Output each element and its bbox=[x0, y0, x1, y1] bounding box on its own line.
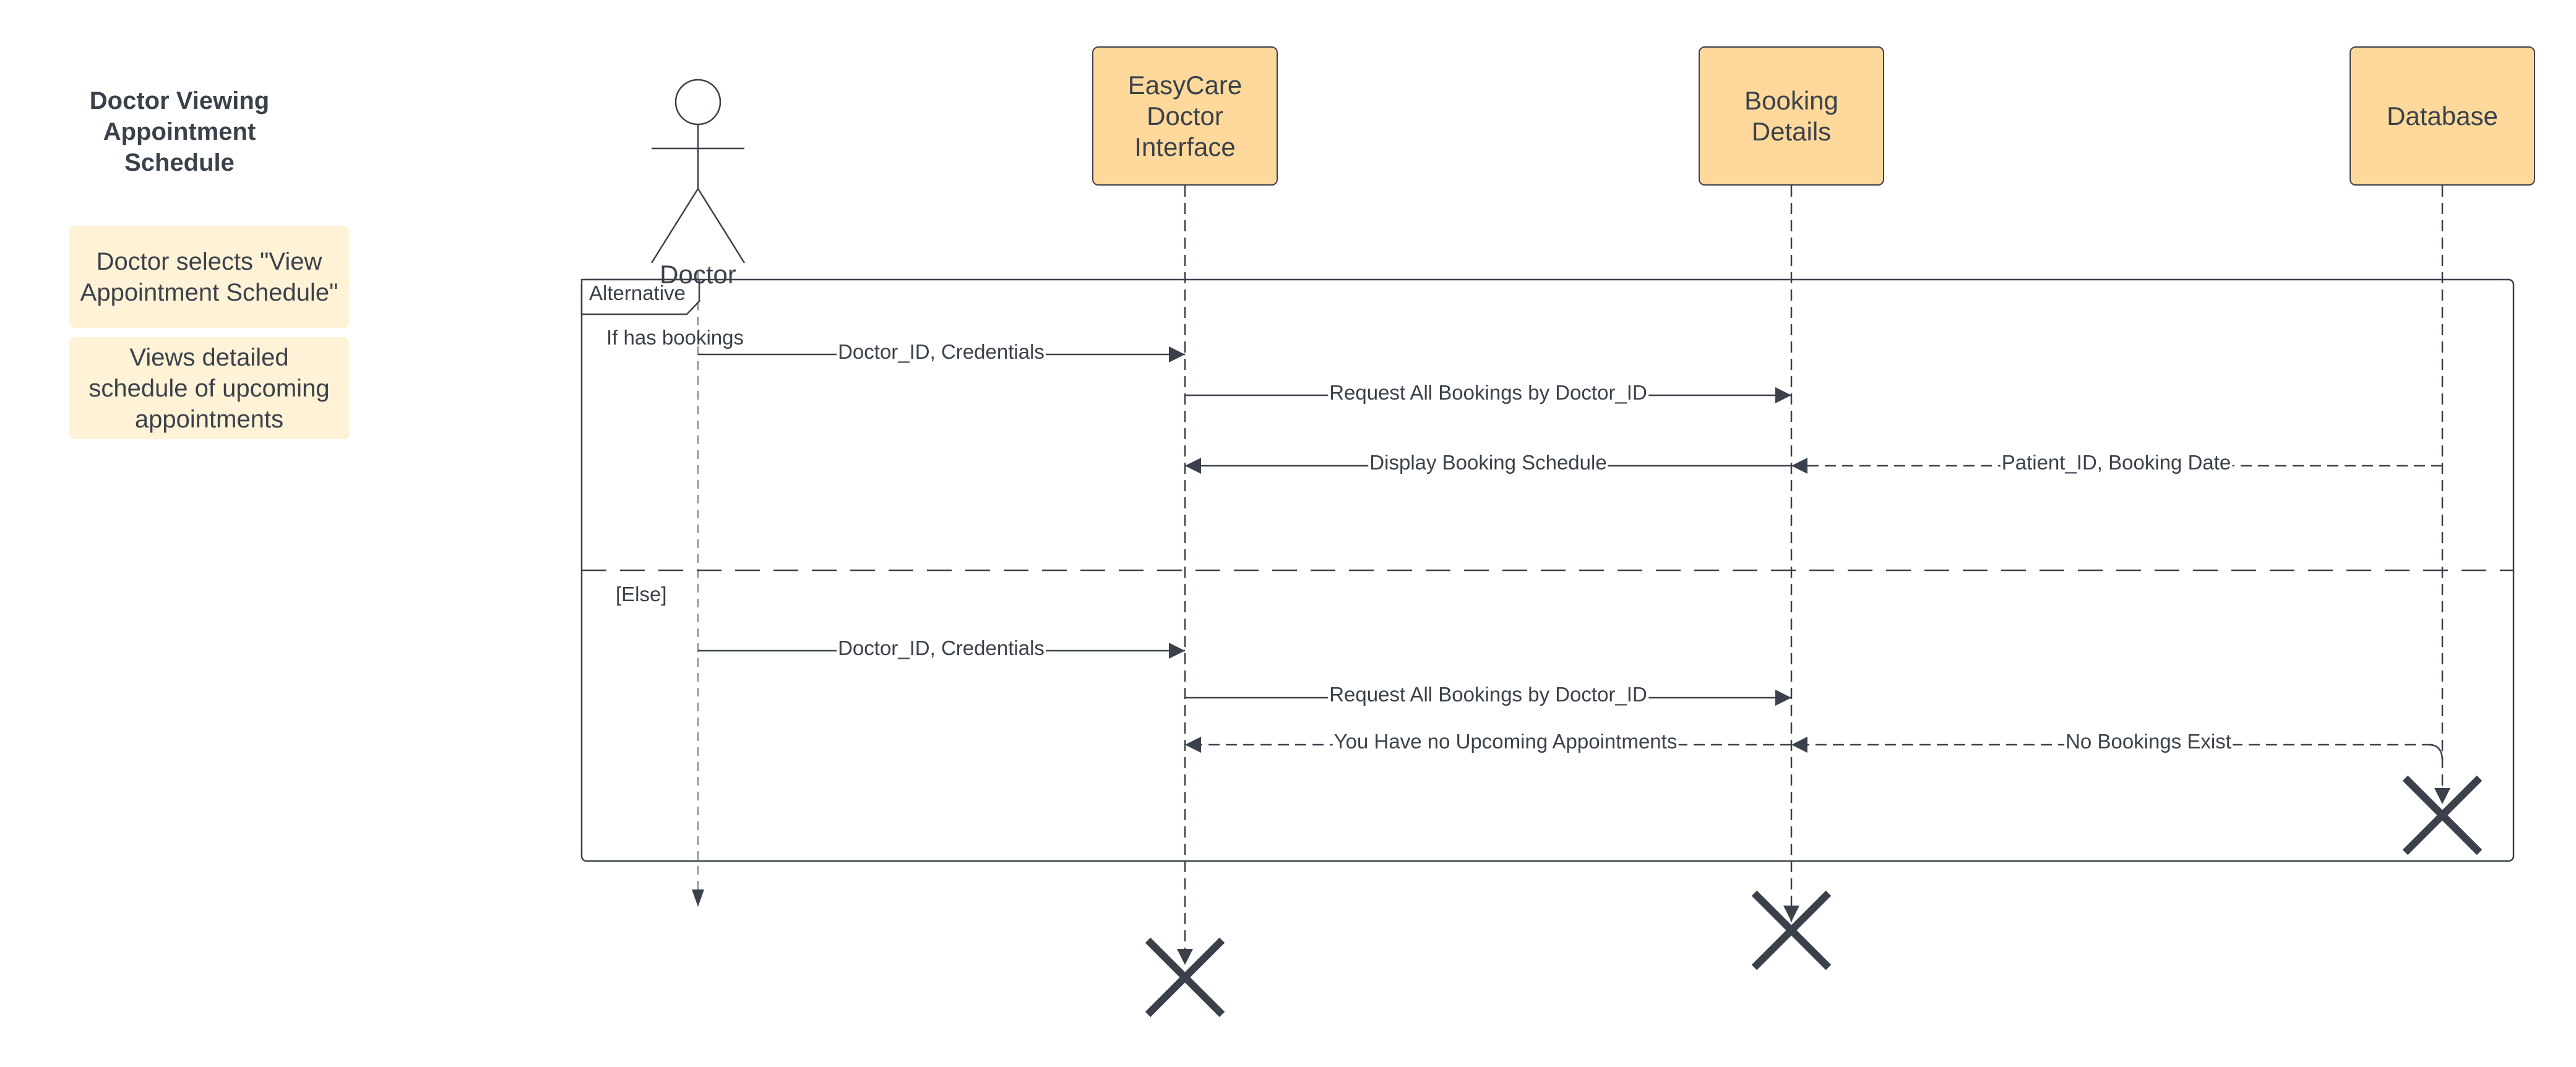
message-label-doctor-credentials-2: Doctor_ID, Credentials bbox=[837, 636, 1046, 660]
message-label-doctor-credentials-1: Doctor_ID, Credentials bbox=[837, 340, 1046, 364]
message-label-patient-booking-date: Patient_ID, Booking Date bbox=[2000, 451, 2233, 474]
interface-destroy-x-icon bbox=[1145, 937, 1225, 1018]
message-label-display-booking-schedule: Display Booking Schedule bbox=[1368, 451, 1608, 474]
fragment-guard-else: [Else] bbox=[616, 583, 667, 606]
note-step-1: Doctor selects "View Appointment Schedul… bbox=[69, 226, 349, 328]
doctor-lifeline-end-arrow bbox=[692, 889, 704, 907]
diagram-title: Doctor Viewing Appointment Schedule bbox=[89, 87, 270, 176]
fragment-guard-has-bookings: If has bookings bbox=[606, 326, 744, 349]
doctor-actor-figure bbox=[650, 79, 746, 264]
no-bookings-corner bbox=[2428, 743, 2444, 761]
message-label-no-upcoming-appointments: You Have no Upcoming Appointments bbox=[1332, 730, 1679, 753]
lifeline-database: Database bbox=[2350, 46, 2535, 186]
lifeline-easycare-doctor-interface: EasyCare Doctor Interface bbox=[1092, 46, 1278, 186]
message-label-request-bookings-2: Request All Bookings by Doctor_ID bbox=[1328, 683, 1648, 706]
fragment-alternative-tag: Alternative bbox=[589, 281, 686, 304]
note-step-2: Views detailed schedule of upcoming appo… bbox=[69, 337, 349, 439]
booking-details-destroy-x-icon bbox=[1751, 890, 1832, 971]
actor-doctor-label: Doctor bbox=[660, 260, 736, 289]
database-destroy-x-icon bbox=[2402, 775, 2483, 855]
lifeline-booking-details: Booking Details bbox=[1699, 46, 1884, 186]
message-label-request-bookings-1: Request All Bookings by Doctor_ID bbox=[1328, 381, 1648, 405]
fragment-tag-pentagon bbox=[580, 278, 700, 315]
message-label-no-bookings-exist: No Bookings Exist bbox=[2064, 730, 2233, 753]
